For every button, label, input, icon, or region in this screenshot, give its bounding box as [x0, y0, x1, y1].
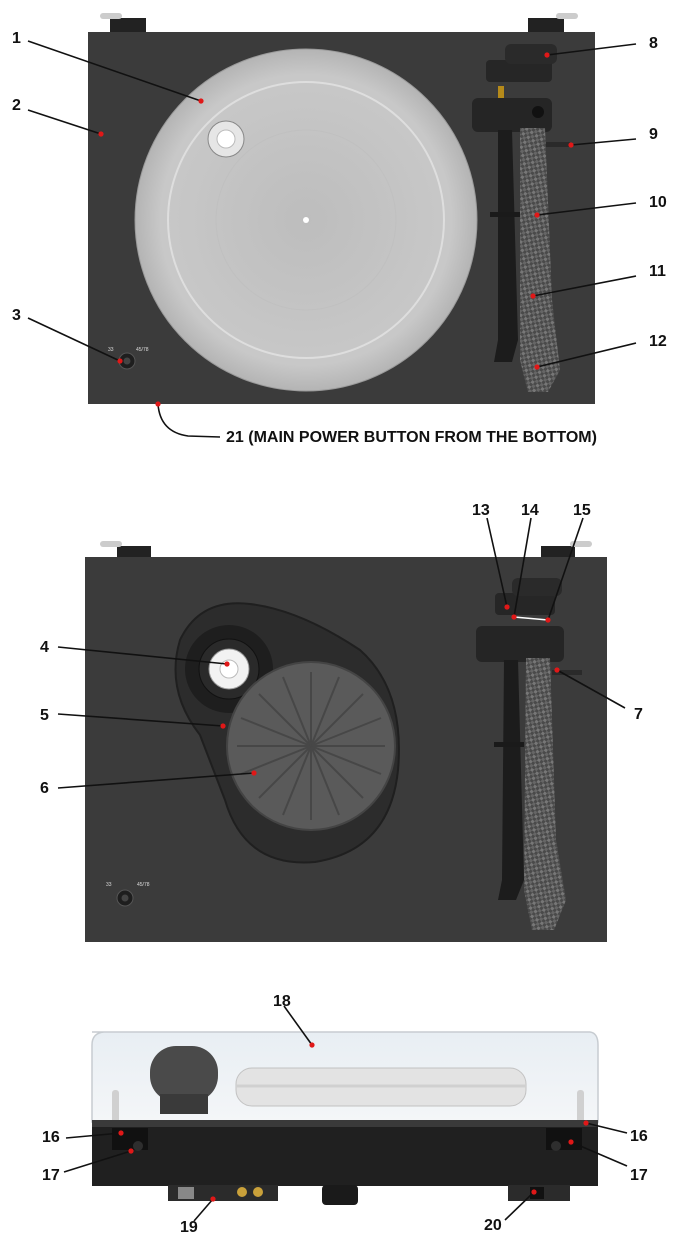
- speed-label-4578: 45/78: [136, 347, 149, 353]
- speed-selector-mid[interactable]: 33 45/78: [106, 882, 150, 907]
- speed-label-33: 33: [108, 347, 114, 353]
- callout-16-left: 16: [42, 1129, 60, 1146]
- hinge-left-top: [100, 13, 146, 32]
- hinge-front-right: [577, 1090, 584, 1128]
- hinge-left-mid: [100, 541, 151, 558]
- speed-selector-top[interactable]: 33 45/78: [108, 347, 149, 370]
- callout-20: 20: [484, 1217, 502, 1234]
- callout-8: 8: [649, 35, 658, 52]
- top-view: 33 45/78: [88, 13, 595, 404]
- callout-9: 9: [649, 126, 658, 143]
- callout-10: 10: [649, 194, 667, 211]
- callout-4: 4: [40, 639, 49, 656]
- callout-5: 5: [40, 707, 49, 724]
- callout-12: 12: [649, 333, 667, 350]
- right-hinge-block: [546, 1128, 582, 1151]
- callout-16-right: 16: [630, 1128, 648, 1145]
- hinge-front-left: [112, 1090, 119, 1128]
- callout-13: 13: [472, 502, 490, 519]
- callout-14: 14: [521, 502, 539, 519]
- hinge-right-top: [528, 13, 578, 32]
- callout-6: 6: [40, 780, 49, 797]
- subplatter: [226, 661, 396, 831]
- callout-18: 18: [273, 993, 291, 1010]
- leader-lines: [27, 40, 637, 1222]
- marker-dots: [98, 52, 589, 1202]
- speed-label-33-mid: 33: [106, 882, 112, 888]
- front-view: [91, 1031, 599, 1205]
- callout-1: 1: [12, 30, 21, 47]
- tonearm-top: [472, 44, 570, 392]
- foot-center: [322, 1185, 358, 1205]
- hinge-right-mid: [541, 541, 592, 558]
- speed-label-4578-mid: 45/78: [137, 882, 150, 888]
- callout-19: 19: [180, 1219, 198, 1236]
- motor-front: [150, 1046, 218, 1114]
- callout-21: 21 (MAIN POWER BUTTON FROM THE BOTTOM): [226, 429, 597, 446]
- callout-2: 2: [12, 97, 21, 114]
- callout-11: 11: [649, 263, 666, 280]
- callout-labels: 1 2 3 8 9 10 11 12 21 (MAIN POWER BUTTON…: [12, 30, 667, 1236]
- plinth-front: [92, 1126, 598, 1186]
- callout-3: 3: [12, 307, 21, 324]
- callout-15: 15: [573, 502, 591, 519]
- pulley: [207, 120, 245, 158]
- power-socket: [508, 1185, 570, 1201]
- rear-connectors: [168, 1185, 278, 1201]
- left-hinge-block: [112, 1128, 148, 1151]
- callout-17-left: 17: [42, 1167, 60, 1184]
- callout-7: 7: [634, 706, 643, 723]
- plinth-top-edge: [92, 1120, 598, 1127]
- callout-17-right: 17: [630, 1167, 648, 1184]
- tonearm-middle: [476, 578, 582, 930]
- platter: [134, 48, 478, 392]
- middle-view: 33 45/78: [85, 541, 607, 942]
